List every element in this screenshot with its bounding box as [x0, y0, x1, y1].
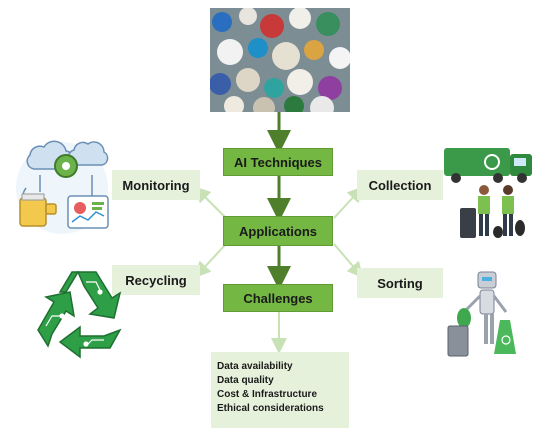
challenge-item: Data quality	[217, 375, 274, 386]
monitoring-label: Monitoring	[122, 177, 190, 193]
collection-box: Collection	[357, 170, 443, 200]
recycling-box: Recycling	[112, 265, 200, 295]
arrow-to-collection	[333, 186, 364, 219]
challenges-list: Data availability Data quality Cost & In…	[211, 352, 349, 428]
challenges-box: Challenges	[223, 284, 333, 312]
challenge-item: Ethical considerations	[217, 403, 324, 414]
arrow-to-monitoring	[194, 186, 227, 219]
sorting-box: Sorting	[357, 268, 443, 298]
monitoring-box: Monitoring	[112, 170, 200, 200]
sorting-label: Sorting	[377, 275, 423, 291]
challenge-item: Cost & Infrastructure	[217, 389, 318, 400]
applications-label: Applications	[238, 223, 317, 239]
arrow-to-recycling	[194, 243, 227, 278]
plastic-waste-pile-icon	[210, 8, 350, 112]
collection-label: Collection	[368, 177, 432, 193]
waste-photo	[210, 8, 350, 112]
challenge-item: Data availability	[217, 361, 293, 372]
recycling-label: Recycling	[125, 272, 187, 288]
ai-techniques-box: AI Techniques	[223, 148, 333, 176]
applications-box: Applications	[223, 216, 333, 246]
arrow-to-sorting	[333, 243, 364, 279]
challenges-label: Challenges	[243, 290, 313, 306]
ai-techniques-label: AI Techniques	[234, 154, 322, 170]
